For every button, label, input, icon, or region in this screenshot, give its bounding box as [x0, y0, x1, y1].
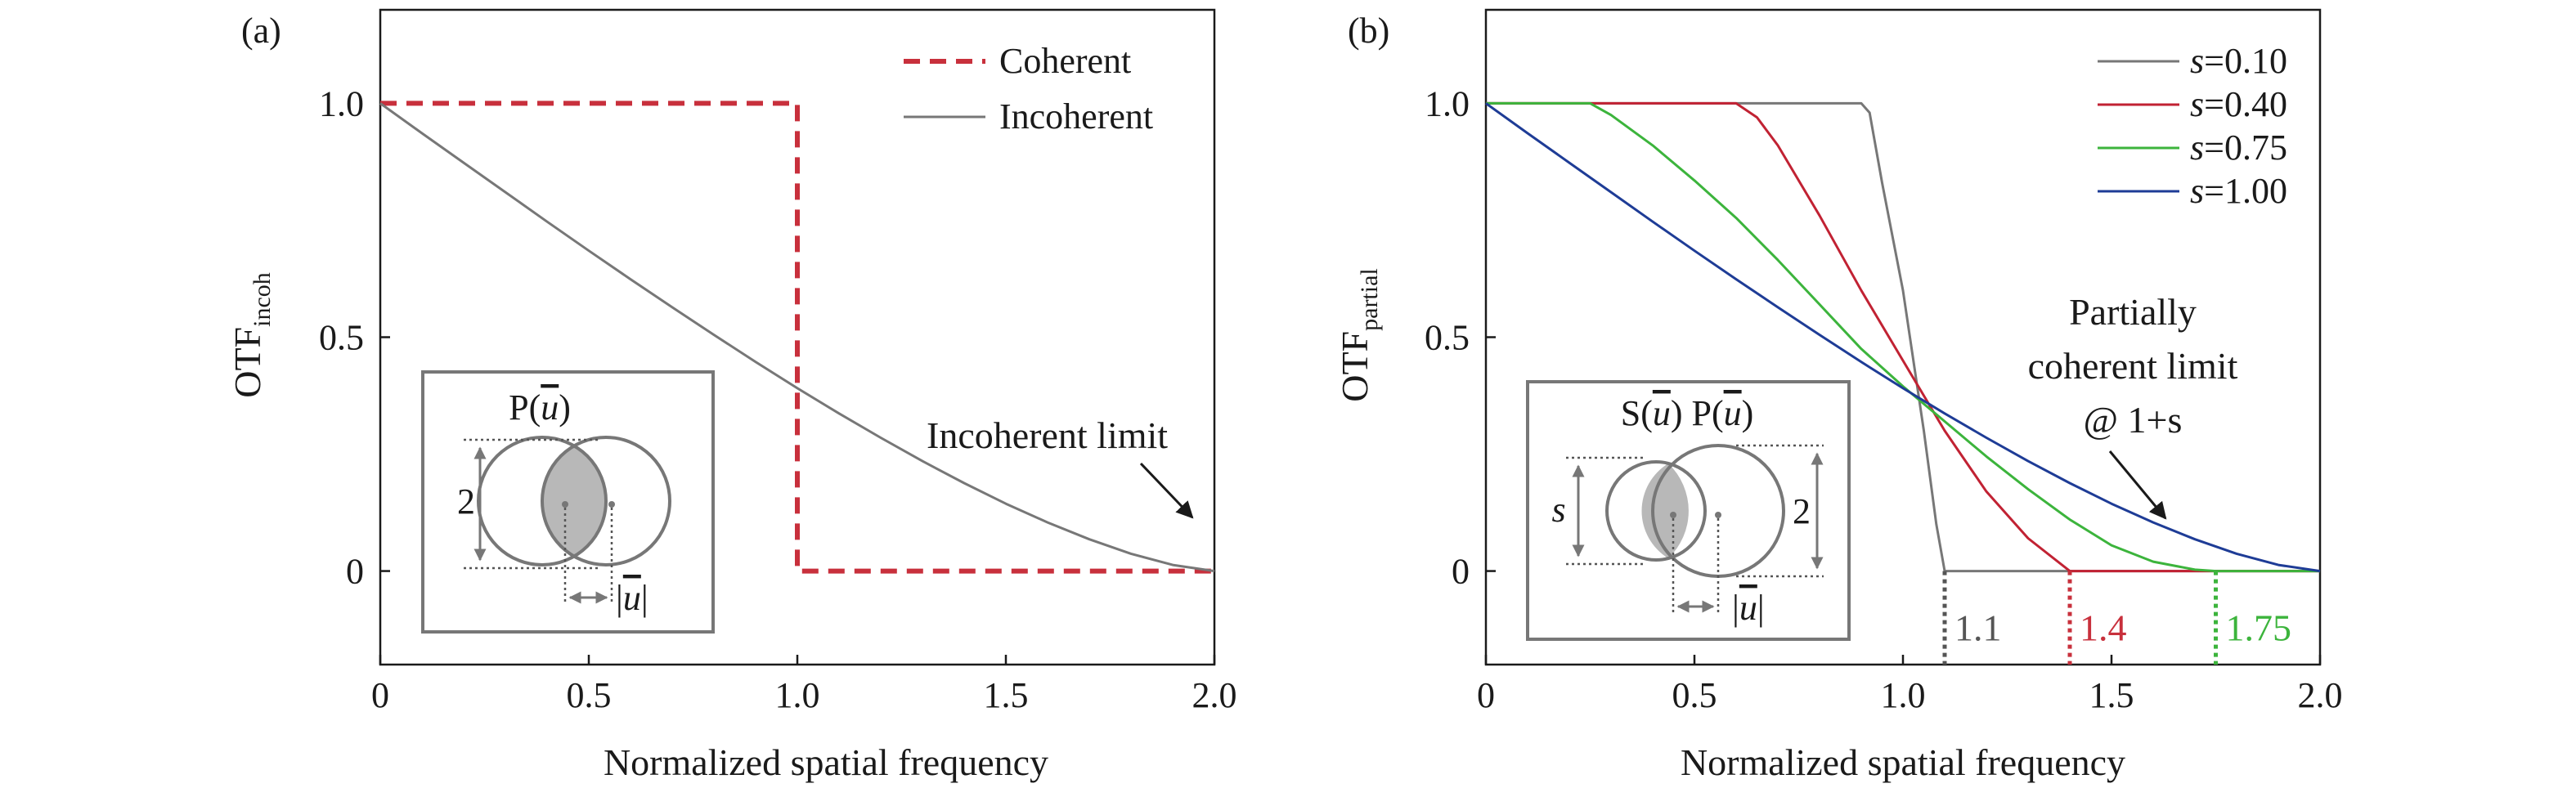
x-tick-label-b-1: 0.5 [1672, 675, 1717, 715]
legend-a: Coherent Incoherent [904, 41, 1153, 137]
cutoffs-b: 1.1 1.4 1.75 [1942, 571, 2292, 665]
inset-a: P(u) 2 |u| [421, 370, 715, 634]
annotation-partial-line2: coherent limit [2028, 345, 2238, 387]
series-line-a-1 [379, 102, 1215, 573]
inset-dot-left-b [1670, 512, 1676, 518]
x-axis-title-a: Normalized spatial frequency [604, 741, 1048, 783]
x-tick-label-a-1: 0.5 [567, 675, 612, 715]
legend-label-s010: s=0.10 [2190, 41, 2287, 81]
inset-height-label-p: 2 [1793, 491, 1811, 531]
y-tick-label-b-0: 0 [1452, 552, 1470, 592]
y-axis-title-main-a: OTF [227, 327, 268, 398]
y-axis-title-a: OTFincoh [227, 272, 276, 398]
inset-dot-right-a [608, 501, 615, 508]
inset-title-b: S(u) P(u) [1621, 393, 1754, 433]
inset-overlap-b [1641, 463, 1689, 558]
x-tick-label-b-0: 0 [1477, 675, 1495, 715]
inset-overlap-a [542, 446, 606, 556]
x-tick-label-b-3: 1.5 [2089, 675, 2134, 715]
inset-dot-right-b [1715, 512, 1721, 518]
x-tick-label-a-3: 1.5 [984, 675, 1029, 715]
legend-label-s100: s=1.00 [2190, 171, 2287, 211]
annotation-arrow-a [1139, 462, 1194, 519]
legend-label-s075: s=0.75 [2190, 128, 2287, 168]
series-a [379, 101, 1215, 574]
y-tick-label-b-2: 1.0 [1425, 83, 1470, 123]
panel-b: (b) OTFpartial 0 0.5 1.0 1.5 2.0 0 0.5 1.0 Norm… [1334, 8, 2343, 783]
panel-a: (a) OTFincoh 0 0.5 1.0 1.5 2.0 0 0.5 1.0 Normal… [227, 8, 1237, 783]
x-tick-label-a-0: 0 [371, 675, 389, 715]
annotation-incoherent-limit: Incoherent limit [927, 414, 1168, 456]
series-line-b-3 [1485, 102, 2321, 573]
x-axis-title-b: Normalized spatial frequency [1681, 741, 2125, 783]
y-axis-title-sub-b: partial [1356, 268, 1383, 331]
panel-label-b: (b) [1348, 11, 1389, 51]
svg-text:OTFincoh: OTFincoh [227, 272, 276, 398]
y-tick-label-b-1: 0.5 [1425, 318, 1470, 358]
series-line-b-1 [1486, 101, 2320, 573]
legend-b: s=0.10 s=0.40 s=0.75 s=1.00 [2098, 41, 2287, 211]
inset-b: S(u) P(u) s 2 |u| [1526, 380, 1851, 641]
annotation-partial-line1: Partially [2069, 291, 2197, 333]
inset-title-a: P(u) [509, 387, 571, 428]
y-axis-title-main-b: OTF [1334, 331, 1376, 402]
series-line-b-0 [1486, 101, 2320, 573]
inset-circle-small-b [1605, 460, 1707, 562]
panel-label-a: (a) [241, 11, 281, 51]
annotation-arrow-b [2108, 450, 2167, 520]
x-tick-label-a-2: 1.0 [775, 675, 820, 715]
inset-dot-left-a [562, 501, 568, 508]
x-tick-label-b-2: 1.0 [1881, 675, 1926, 715]
x-tick-label-a-4: 2.0 [1192, 675, 1237, 715]
y-axis-title-sub-a: incoh [249, 272, 276, 327]
series-line-b-2 [1486, 101, 2320, 573]
inset-shift-label-b: |u| [1732, 588, 1765, 628]
inset-height-label-a: 2 [457, 481, 475, 522]
cutoff-label-2: 1.75 [2226, 607, 2292, 649]
cutoff-label-1: 1.4 [2080, 607, 2127, 649]
ticks-b: 0 0.5 1.0 1.5 2.0 0 0.5 1.0 [1425, 83, 2343, 715]
legend-label-coherent: Coherent [999, 41, 1131, 81]
legend-label-incoherent: Incoherent [999, 96, 1153, 137]
inset-height-label-s: s [1551, 490, 1565, 530]
cutoff-label-0: 1.1 [1954, 607, 2002, 649]
legend-label-s040: s=0.40 [2190, 84, 2287, 124]
y-axis-title-b: OTFpartial [1334, 268, 1383, 402]
inset-circle-right-a [541, 436, 671, 566]
annotation-partial-line3: @ 1+s [2084, 399, 2183, 441]
y-tick-label-a-1: 0.5 [319, 318, 364, 358]
y-tick-label-a-2: 1.0 [319, 83, 364, 123]
y-tick-label-a-0: 0 [346, 552, 364, 592]
x-tick-label-b-4: 2.0 [2298, 675, 2343, 715]
svg-text:OTFpartial: OTFpartial [1334, 268, 1383, 402]
inset-shift-label-a: |u| [616, 578, 648, 618]
ticks-a: 0 0.5 1.0 1.5 2.0 0 0.5 1.0 [319, 83, 1237, 715]
series-b [1485, 101, 2321, 573]
